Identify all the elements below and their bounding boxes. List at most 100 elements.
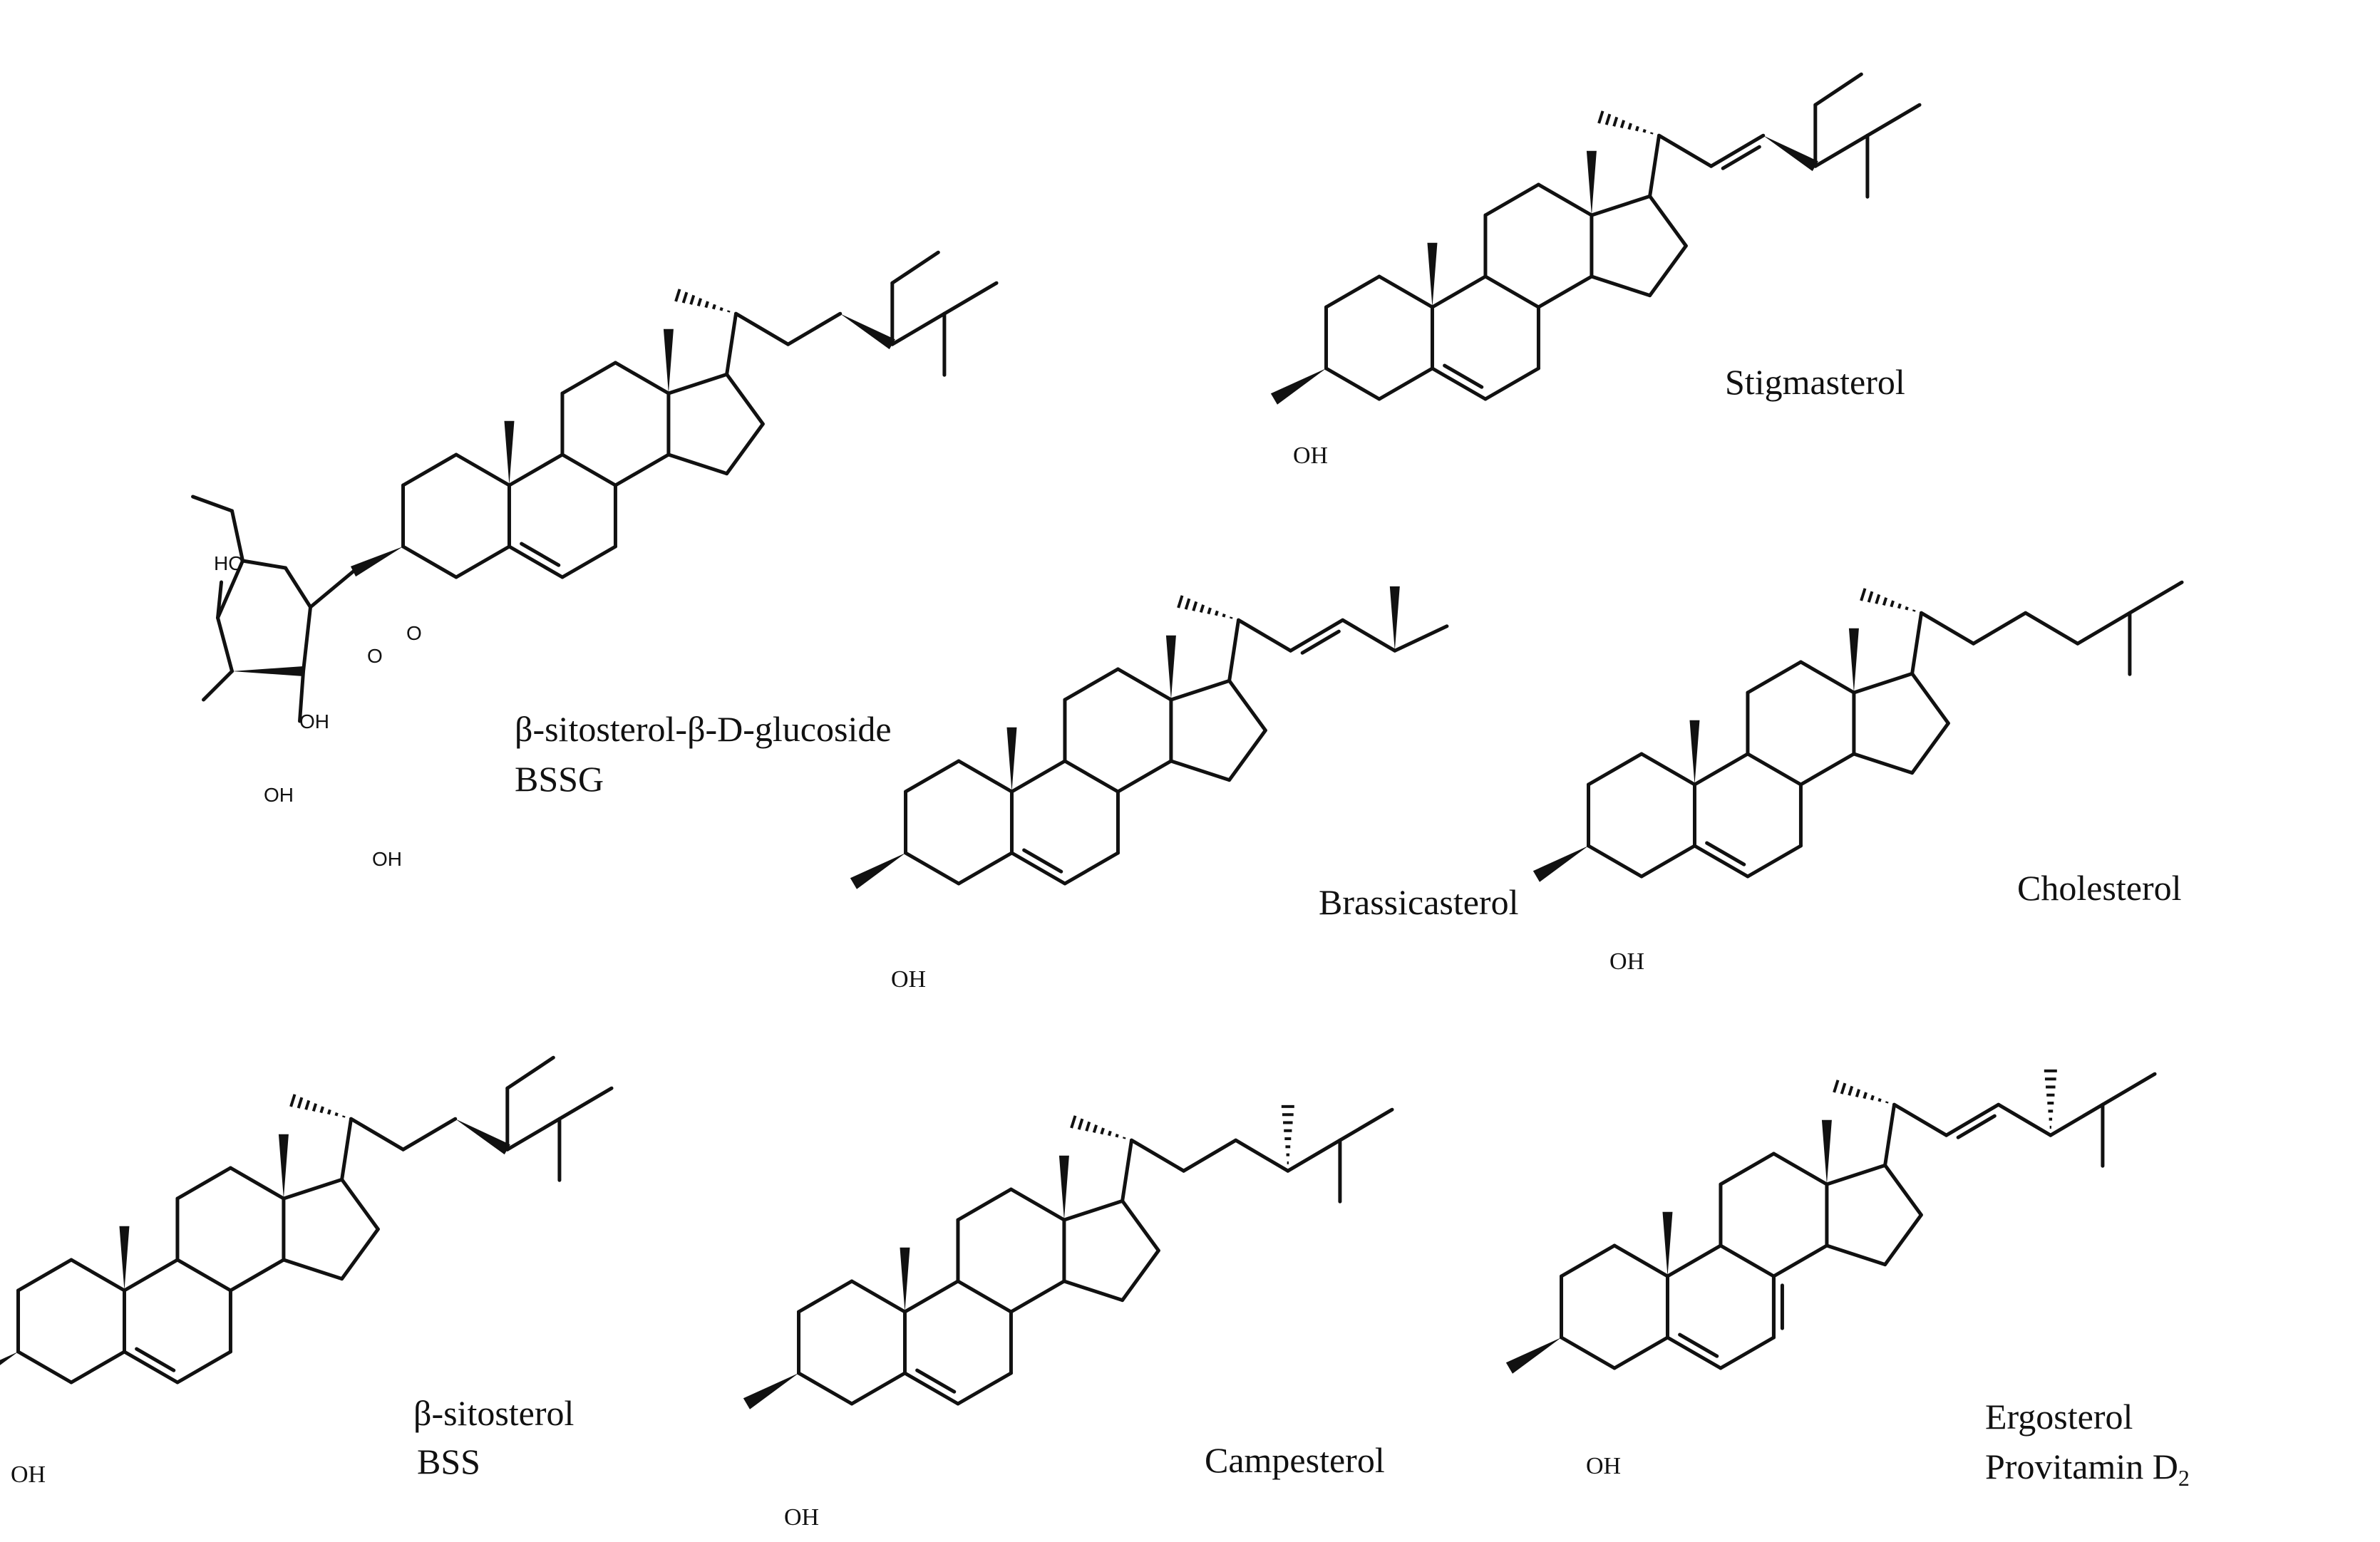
side-chain bbox=[734, 250, 999, 377]
ring-bond bbox=[507, 452, 565, 487]
c17-c20-bond bbox=[1648, 133, 1662, 198]
bond bbox=[734, 311, 790, 346]
ring-bond bbox=[1536, 274, 1594, 309]
skeleton bbox=[0, 1055, 614, 1385]
glycosidic-oxygen-label: O bbox=[406, 622, 422, 644]
ring-bond bbox=[1612, 1335, 1669, 1370]
ring-bond bbox=[1227, 728, 1267, 782]
hash-stroke bbox=[1840, 1082, 1847, 1095]
molecule-bssg: HO O O OH OH OH β-sitosterol-β-D-glucosi… bbox=[191, 250, 999, 870]
ring-bond bbox=[1116, 759, 1173, 794]
bond bbox=[2076, 611, 2132, 646]
hash-stroke bbox=[1897, 603, 1902, 609]
ring-bond bbox=[1883, 1163, 1923, 1217]
c18-methyl-wedge bbox=[278, 1134, 289, 1199]
ring-bond bbox=[1746, 844, 1803, 879]
hash-stroke bbox=[1100, 1127, 1105, 1135]
bond bbox=[1972, 611, 2028, 646]
c3-hydroxyl-wedge bbox=[1532, 846, 1589, 882]
c5-c6-double-bond bbox=[122, 1350, 180, 1385]
c24-methyl-hashed bbox=[1281, 1104, 1294, 1164]
hydroxyl-label: OH bbox=[1586, 1453, 1621, 1479]
ho-ch2-label: HO bbox=[214, 552, 244, 574]
ring-bond bbox=[1062, 1199, 1125, 1222]
steroid-nucleus bbox=[0, 1094, 380, 1385]
c5-c6-double-bond bbox=[902, 1371, 960, 1406]
molecule-ergosterol: OH Ergosterol Provitamin D2 bbox=[1505, 1069, 2190, 1491]
ring-bond bbox=[1590, 274, 1652, 298]
ring-bond bbox=[175, 1258, 232, 1293]
c24-methyl-wedge bbox=[1389, 586, 1400, 651]
c24-ethyl-wedge bbox=[840, 314, 895, 350]
c19-methyl-wedge bbox=[1662, 1211, 1673, 1276]
ring-bond bbox=[1009, 1279, 1066, 1314]
bond bbox=[1234, 1138, 1290, 1173]
ring-bond bbox=[1639, 844, 1696, 879]
hydroxyl-label: OH bbox=[784, 1504, 819, 1531]
c3-hydroxyl-wedge bbox=[0, 1352, 19, 1365]
ring-bond bbox=[560, 452, 617, 487]
hash-stroke bbox=[1855, 1089, 1861, 1098]
c24-ethyl-wedge bbox=[455, 1119, 510, 1155]
ring-bond bbox=[1324, 274, 1381, 309]
glycosidic-bond-wedge bbox=[350, 547, 403, 577]
hash-stroke bbox=[711, 304, 716, 310]
ring-bond bbox=[1910, 721, 1950, 775]
bond bbox=[1920, 611, 1976, 646]
ring-bond bbox=[1771, 1152, 1829, 1186]
ring-bond bbox=[1483, 182, 1540, 217]
bond bbox=[1130, 1138, 1186, 1173]
molecule-brassicasterol: OH Brassicasterol bbox=[850, 586, 1518, 993]
hash-stroke bbox=[319, 1106, 324, 1114]
ring-bond bbox=[1746, 752, 1803, 787]
bond bbox=[1182, 1138, 1238, 1173]
ring-bond bbox=[122, 1258, 180, 1293]
ring-bond bbox=[1648, 194, 1688, 248]
ring-bond bbox=[1825, 1243, 1887, 1267]
molecule-name: Campesterol bbox=[1205, 1440, 1385, 1480]
ring-bond bbox=[1009, 1187, 1066, 1222]
double-bond-inner bbox=[1705, 841, 1746, 866]
ring-bond bbox=[175, 1166, 232, 1201]
steroid-nucleus bbox=[1270, 110, 1688, 405]
ring-bond bbox=[613, 452, 671, 487]
c21-methyl-hashed bbox=[1597, 110, 1654, 135]
ring-bond bbox=[1324, 366, 1381, 401]
c3-hydroxyl-wedge bbox=[1505, 1337, 1562, 1374]
molecule-stigmasterol: OH Stigmasterol bbox=[1270, 72, 1922, 469]
hash-stroke bbox=[1092, 1124, 1098, 1134]
ring-bond bbox=[69, 1350, 126, 1385]
skeleton bbox=[191, 250, 999, 723]
ring-bond bbox=[1648, 244, 1688, 298]
bond bbox=[890, 311, 947, 346]
hash-stroke bbox=[1634, 125, 1639, 132]
ring-bond bbox=[560, 361, 617, 395]
c21-methyl-hashed bbox=[1177, 595, 1233, 619]
glucose-ring bbox=[191, 495, 403, 723]
hash-stroke bbox=[1627, 123, 1632, 130]
ring-bond bbox=[1852, 752, 1915, 775]
ring-bond bbox=[666, 452, 729, 476]
hash-stroke bbox=[1597, 110, 1604, 124]
c19-methyl-wedge bbox=[504, 420, 515, 485]
bond bbox=[890, 250, 940, 285]
hash-stroke bbox=[1619, 120, 1626, 129]
ring-bond bbox=[725, 372, 765, 426]
skeleton bbox=[1270, 72, 1922, 405]
ring-bond bbox=[1719, 1335, 1776, 1370]
bond bbox=[1997, 1102, 2053, 1137]
ring-bond bbox=[1692, 752, 1750, 787]
ring-bond bbox=[1590, 194, 1652, 217]
ring-bond bbox=[1560, 1243, 1617, 1278]
ring-bond bbox=[1746, 660, 1803, 695]
bond bbox=[2128, 580, 2184, 615]
bond bbox=[1813, 133, 1870, 168]
c24-methyl-hashed bbox=[2044, 1069, 2057, 1129]
c5-c6-double-bond bbox=[1665, 1335, 1723, 1370]
molecule-name: β-sitosterol bbox=[413, 1393, 574, 1433]
hash-stroke bbox=[1070, 1115, 1077, 1129]
ring-bond bbox=[1116, 667, 1173, 702]
ring-bond bbox=[1719, 1243, 1776, 1278]
hash-stroke bbox=[1877, 1098, 1882, 1102]
